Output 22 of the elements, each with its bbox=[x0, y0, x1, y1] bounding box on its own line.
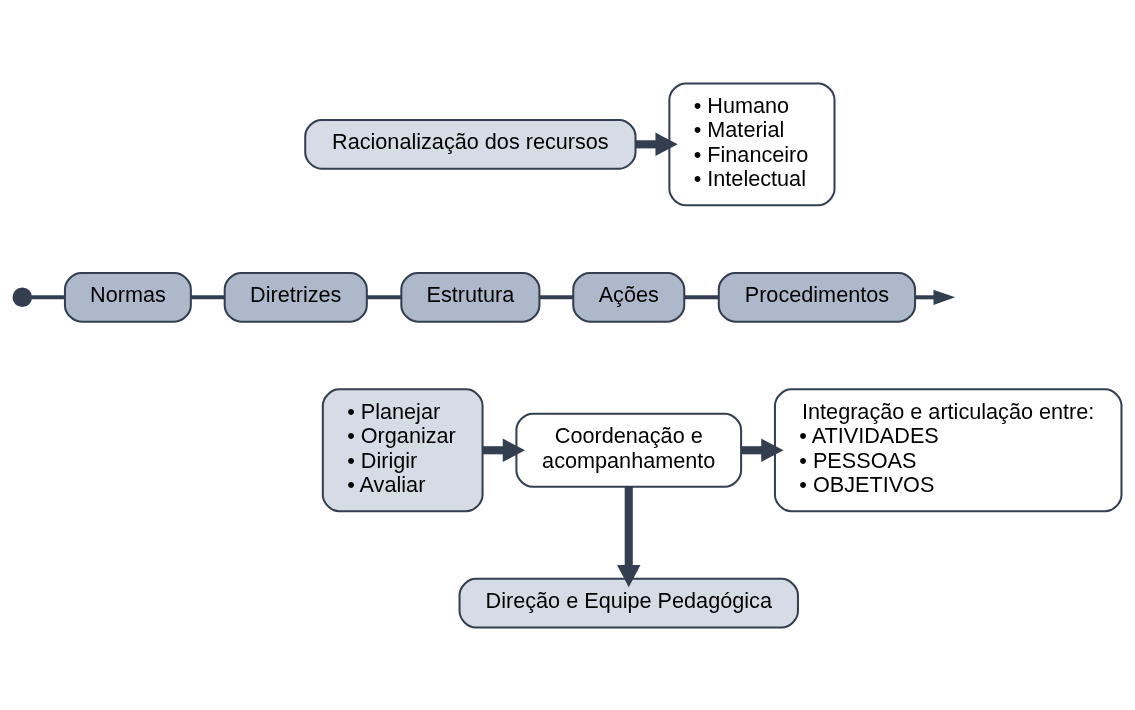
arrow bbox=[741, 438, 784, 462]
connector bbox=[684, 294, 719, 299]
arrow bbox=[617, 486, 641, 587]
node-box: • Planejar • Organizar • Dirigir • Avaliar bbox=[321, 387, 484, 512]
node-box: • Humano • Material • Financeiro • Intelectual bbox=[668, 81, 836, 206]
node-box: Diretrizes bbox=[223, 271, 368, 323]
node-box: Ações bbox=[572, 271, 686, 323]
connector bbox=[31, 294, 65, 299]
node-box: Normas bbox=[63, 271, 192, 323]
node-box: Estrutura bbox=[400, 271, 541, 323]
node-box: Integração e articulação entre: • ATIVIDADES • PESSOAS • OBJETIVOS bbox=[773, 387, 1123, 512]
connector bbox=[539, 294, 574, 299]
node-box: Coordenação e acompanhamento bbox=[515, 412, 743, 488]
connector bbox=[367, 294, 401, 299]
arrow bbox=[482, 438, 525, 462]
node-box: Procedimentos bbox=[717, 271, 917, 323]
arrow bbox=[635, 132, 678, 156]
arrow bbox=[915, 289, 956, 305]
node-box: Direção e Equipe Pedagógica bbox=[458, 577, 799, 629]
node-circle bbox=[12, 286, 33, 307]
node-box: Racionalização dos recursos bbox=[304, 118, 637, 170]
connector bbox=[190, 294, 225, 299]
